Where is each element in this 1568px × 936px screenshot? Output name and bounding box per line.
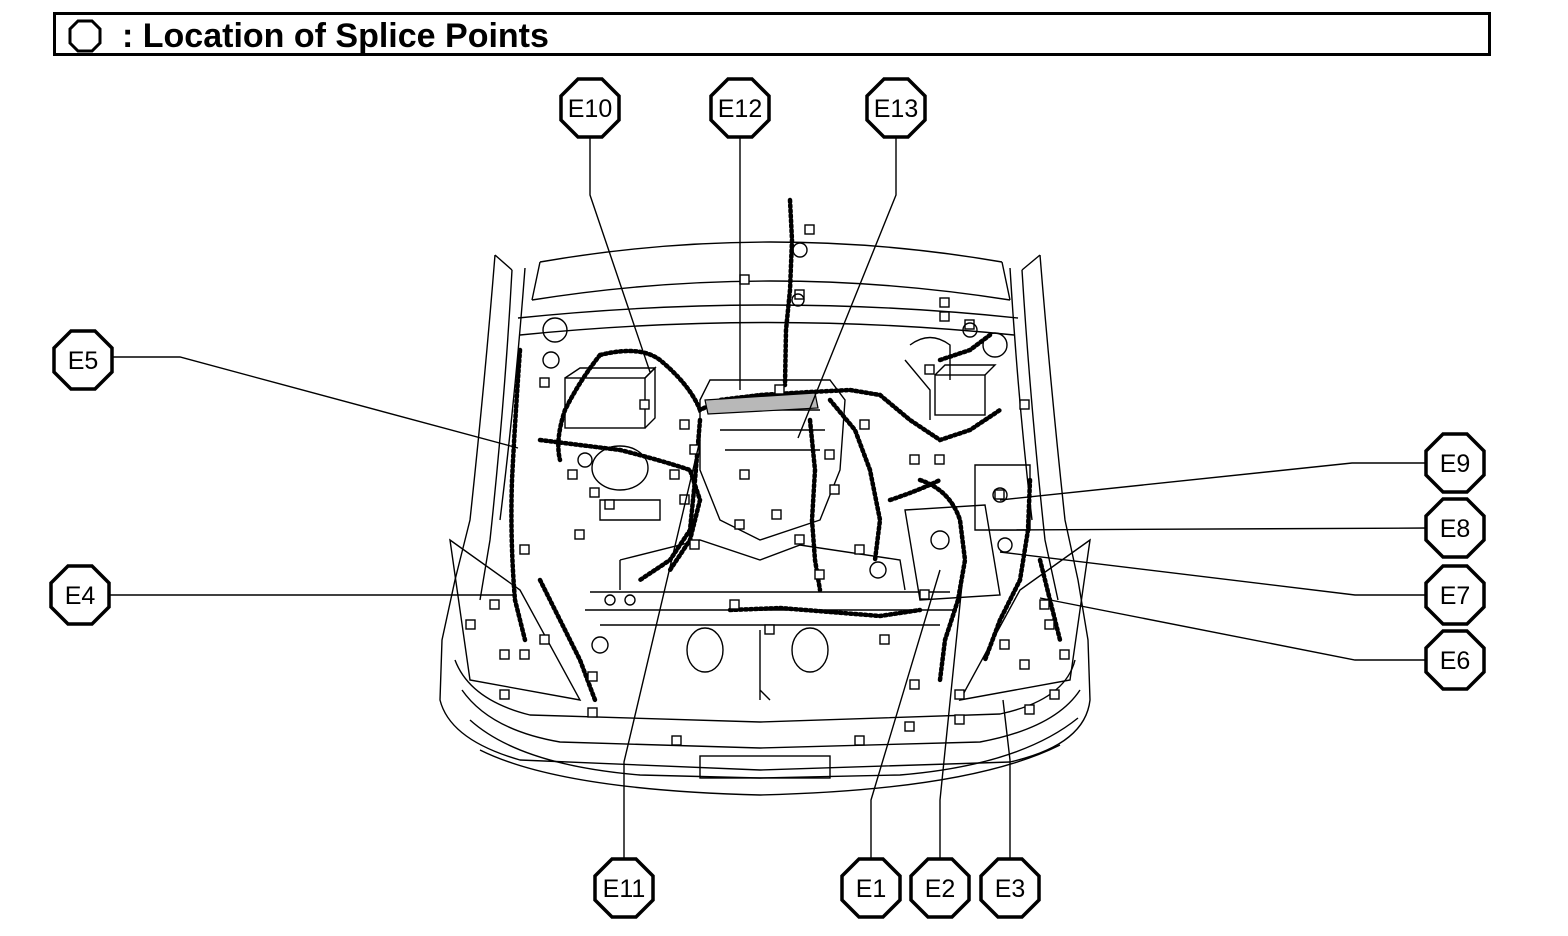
octagon-icon bbox=[49, 564, 111, 626]
octagon-icon bbox=[865, 77, 927, 139]
splice-point-e8: E8 bbox=[1424, 497, 1486, 559]
splice-point-e5: E5 bbox=[52, 329, 114, 391]
splice-point-e9: E9 bbox=[1424, 432, 1486, 494]
octagon-icon bbox=[1424, 629, 1486, 691]
splice-point-label: E3 bbox=[995, 875, 1026, 903]
octagon-icon bbox=[1424, 564, 1486, 626]
splice-point-label: E13 bbox=[874, 95, 918, 123]
octagon-icon bbox=[909, 857, 971, 919]
octagon-icon bbox=[68, 19, 102, 53]
leader-lines bbox=[108, 130, 1431, 862]
octagon-icon bbox=[840, 857, 902, 919]
octagon-icon bbox=[593, 857, 655, 919]
splice-point-e12: E12 bbox=[709, 77, 771, 139]
splice-point-label: E12 bbox=[718, 95, 762, 123]
vehicle-outline bbox=[439, 241, 1091, 796]
splice-point-label: E2 bbox=[925, 875, 956, 903]
splice-point-e1: E1 bbox=[840, 857, 902, 919]
octagon-icon bbox=[559, 77, 621, 139]
splice-point-e3: E3 bbox=[979, 857, 1041, 919]
splice-point-label: E4 bbox=[65, 582, 96, 610]
splice-point-label: E1 bbox=[856, 875, 887, 903]
splice-point-e10: E10 bbox=[559, 77, 621, 139]
splice-point-e4: E4 bbox=[49, 564, 111, 626]
splice-point-label: E9 bbox=[1440, 450, 1471, 478]
page-title: : Location of Splice Points bbox=[122, 17, 549, 55]
connector-rings bbox=[542, 242, 1013, 654]
splice-point-e13: E13 bbox=[865, 77, 927, 139]
octagon-icon bbox=[709, 77, 771, 139]
octagon-icon bbox=[979, 857, 1041, 919]
octagon-icon bbox=[52, 329, 114, 391]
splice-point-label: E7 bbox=[1440, 582, 1471, 610]
splice-band-e12 bbox=[704, 392, 819, 415]
splice-point-label: E8 bbox=[1440, 515, 1471, 543]
octagon-icon bbox=[1424, 432, 1486, 494]
splice-point-label: E11 bbox=[603, 875, 646, 903]
title-bar: : Location of Splice Points bbox=[53, 12, 1491, 56]
splice-point-label: E5 bbox=[68, 347, 99, 375]
splice-point-label: E6 bbox=[1440, 647, 1471, 675]
splice-point-e7: E7 bbox=[1424, 564, 1486, 626]
splice-point-label: E10 bbox=[568, 95, 612, 123]
splice-point-e11: E11 bbox=[593, 857, 655, 919]
splice-point-e6: E6 bbox=[1424, 629, 1486, 691]
octagon-icon bbox=[1424, 497, 1486, 559]
splice-point-e2: E2 bbox=[909, 857, 971, 919]
connectors bbox=[465, 224, 1070, 746]
